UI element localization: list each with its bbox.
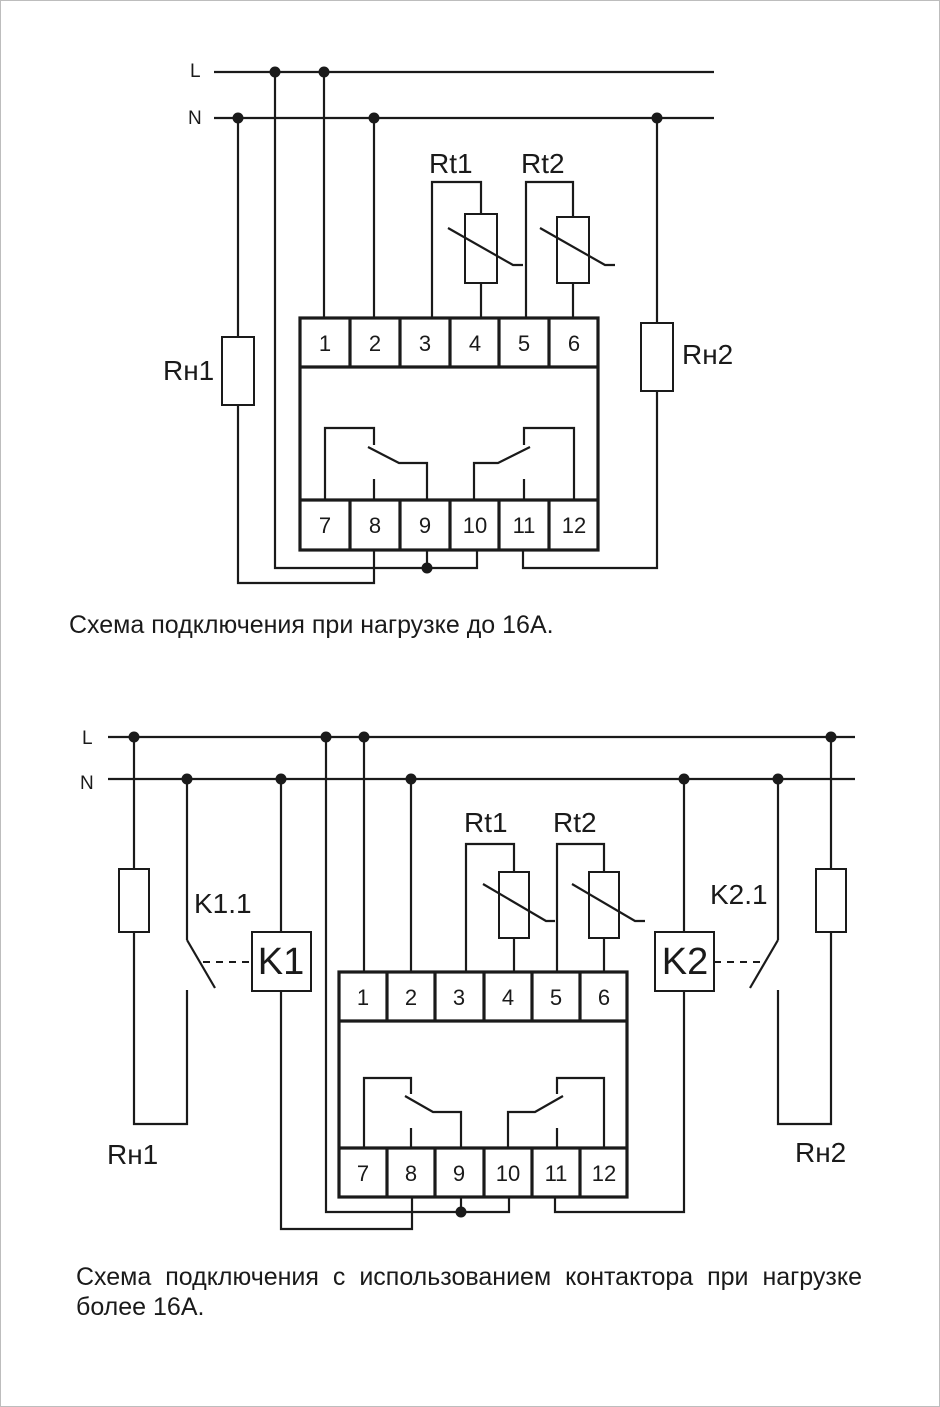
terminal-1-label: 1 <box>319 331 331 356</box>
load-1-label: Rн1 <box>163 355 214 386</box>
relay-2-switch-blade <box>506 1095 564 1148</box>
junction-dot <box>320 731 332 743</box>
terminal-5-label: 5 <box>550 985 562 1010</box>
sensor-1-wire <box>464 842 516 972</box>
sensor-1-wire <box>430 180 483 318</box>
terminal-11-label: 11 <box>513 513 536 538</box>
relay-2-nc-contact <box>522 426 576 500</box>
junction-dot <box>318 66 330 78</box>
load-1-wire <box>132 932 189 1126</box>
relay-1-nc-contact <box>362 1076 413 1148</box>
sensor-1-label: Rt1 <box>429 148 473 179</box>
terminal-10-label: 10 <box>463 513 487 538</box>
load-1-resistor <box>118 868 150 933</box>
terminal-6-label: 6 <box>568 331 580 356</box>
load-2-label: Rн2 <box>795 1137 846 1168</box>
junction-dot <box>368 112 380 124</box>
relay-1-nc-contact <box>323 426 376 500</box>
junction-dot <box>455 1206 467 1218</box>
junction-dot <box>678 773 690 785</box>
terminal-6-label: 6 <box>598 985 610 1010</box>
relay-1-switch-blade <box>367 446 429 500</box>
relay-2-switch-blade <box>472 446 531 500</box>
contactor-k2-coil <box>654 931 715 992</box>
terminal-11-label: 11 <box>545 1161 568 1186</box>
junction-dot <box>421 562 433 574</box>
terminal-3-label: 3 <box>419 331 431 356</box>
terminal-3-label: 3 <box>453 985 465 1010</box>
terminal-7-label: 7 <box>319 513 331 538</box>
contact-k1-1-blade <box>186 939 216 989</box>
sensor-2-label: Rt2 <box>521 148 565 179</box>
diagram-1-caption: Схема подключения при нагрузке до 16А. <box>69 611 554 639</box>
bus-l-label: L <box>82 728 93 749</box>
terminal-9-label: 9 <box>419 513 431 538</box>
sensor-2-label: Rt2 <box>553 807 597 838</box>
junction-dot <box>825 731 837 743</box>
load-1-resistor <box>221 336 255 406</box>
junction-dot <box>232 112 244 124</box>
junction-dot <box>772 773 784 785</box>
load-2-label: Rн2 <box>682 339 733 370</box>
thermistor-2 <box>556 216 590 284</box>
sensor-2-wire <box>555 842 606 972</box>
contactor-k2-label: K2 <box>662 941 708 983</box>
junction-dot <box>181 773 193 785</box>
diagram-2-caption: Схема подключения с использованием конта… <box>76 1263 862 1321</box>
bus-l-label: L <box>190 61 201 82</box>
junction-dot <box>651 112 663 124</box>
terminal-10-label: 10 <box>496 1161 520 1186</box>
load-2-wire <box>776 932 833 1126</box>
bus-n-label: N <box>188 108 202 129</box>
coil-k2-to-terminal-11 <box>553 991 686 1214</box>
terminal-4-label: 4 <box>469 331 481 356</box>
thermistor-2-slash <box>539 227 615 267</box>
junction-dot <box>275 773 287 785</box>
junction-dot <box>358 731 370 743</box>
terminal-1-label: 1 <box>357 985 369 1010</box>
load-2-resistor <box>815 868 847 933</box>
load-2-resistor <box>640 322 674 392</box>
terminal-2-label: 2 <box>405 985 417 1010</box>
wire-l-to-terminal-10 <box>273 72 479 570</box>
bus-n-label: N <box>80 773 94 794</box>
wire-l-to-terminal-10 <box>324 737 511 1214</box>
terminal-8-label: 8 <box>369 513 381 538</box>
thermistor-1-slash <box>482 883 555 923</box>
sensor-1-label: Rt1 <box>464 807 508 838</box>
thermistor-1 <box>498 871 530 939</box>
thermistor-2 <box>588 871 620 939</box>
contactor-k1-coil <box>251 931 312 992</box>
contactor-k1-label: K1 <box>258 941 304 983</box>
terminal-8-label: 8 <box>405 1161 417 1186</box>
contact-k1-1-label: K1.1 <box>194 888 252 919</box>
contact-k2-1-blade <box>749 939 779 989</box>
junction-dot <box>405 773 417 785</box>
thermistor-1-slash <box>447 227 523 267</box>
thermistor-2-slash <box>571 883 645 923</box>
diagram-1: L N Rн1 Rн2 Rt1 Rt2 <box>163 61 733 585</box>
terminal-5-label: 5 <box>518 331 530 356</box>
relay-2-nc-contact <box>555 1076 606 1148</box>
terminal-4-label: 4 <box>502 985 514 1010</box>
terminal-9-label: 9 <box>453 1161 465 1186</box>
junction-dot <box>128 731 140 743</box>
terminal-12-label: 12 <box>562 513 586 538</box>
terminal-12-label: 12 <box>592 1161 616 1186</box>
diagram-2: L N Rн1 K1.1 K1 K2 K2.1 <box>80 728 855 1231</box>
terminal-2-label: 2 <box>369 331 381 356</box>
contact-k2-1-label: K2.1 <box>710 879 768 910</box>
sensor-2-wire <box>524 180 575 318</box>
thermistor-1 <box>464 213 498 284</box>
terminal-7-label: 7 <box>357 1161 369 1186</box>
junction-dot <box>269 66 281 78</box>
load-1-label: Rн1 <box>107 1139 158 1170</box>
relay-1-switch-blade <box>404 1095 463 1148</box>
